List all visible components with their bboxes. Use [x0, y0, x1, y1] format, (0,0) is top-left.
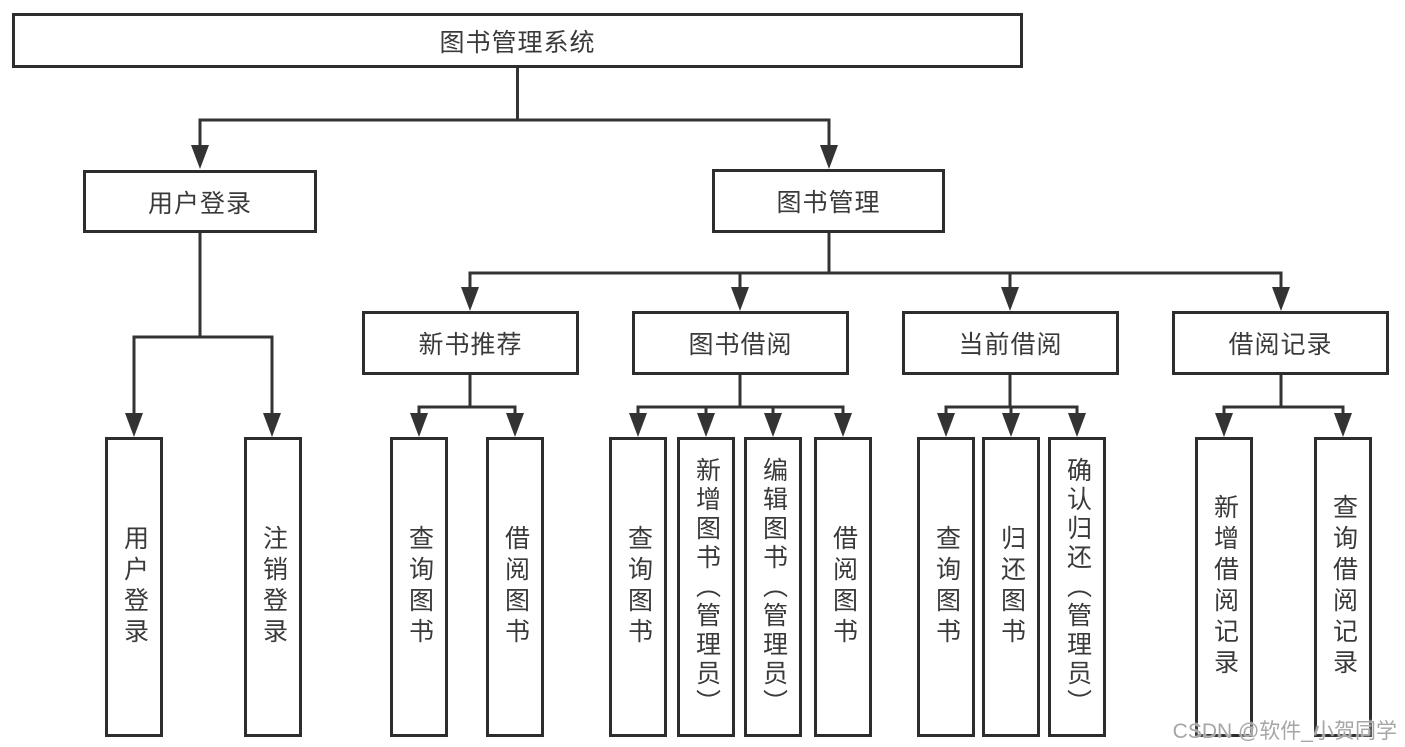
leaf-bb-edit-book-admin-label: 编辑图书（管理员） [759, 456, 788, 718]
node-new-book-recommend: 新书推荐 [362, 311, 579, 375]
leaf-cb-query-book: 查询图书 [917, 437, 975, 737]
leaf-bb-query-book: 查询图书 [609, 437, 667, 737]
leaf-bb-edit-book-admin: 编辑图书（管理员） [744, 437, 802, 737]
leaf-br-query-record-label: 查询借阅记录 [1329, 494, 1358, 680]
leaf-cb-confirm-return-admin: 确认归还（管理员） [1048, 437, 1106, 737]
leaf-cb-query-book-label: 查询图书 [932, 525, 961, 649]
leaf-cb-return-book-label: 归还图书 [997, 525, 1026, 649]
leaf-br-add-record-label: 新增借阅记录 [1210, 494, 1239, 680]
node-borrowing-records: 借阅记录 [1172, 311, 1389, 375]
node-user-login: 用户登录 [83, 170, 317, 233]
node-book-management-label: 图书管理 [776, 189, 881, 217]
leaf-nbr-borrow-book: 借阅图书 [486, 437, 544, 737]
leaf-user-login-label: 用户登录 [120, 525, 149, 649]
leaf-bb-add-book-admin-label: 新增图书（管理员） [692, 456, 721, 718]
leaf-nbr-borrow-book-label: 借阅图书 [501, 525, 530, 649]
node-system-root-label: 图书管理系统 [439, 28, 596, 57]
leaf-bb-borrow-book-label: 借阅图书 [829, 525, 858, 649]
leaf-bb-query-book-label: 查询图书 [624, 525, 653, 649]
leaf-br-query-record: 查询借阅记录 [1314, 437, 1372, 737]
node-current-borrowing: 当前借阅 [902, 311, 1119, 375]
leaf-bb-add-book-admin: 新增图书（管理员） [677, 437, 735, 737]
leaf-logout: 注销登录 [244, 437, 302, 737]
node-book-borrowing-label: 图书借阅 [688, 331, 793, 359]
node-book-management: 图书管理 [712, 169, 945, 233]
leaf-nbr-query-book-label: 查询图书 [405, 525, 434, 649]
node-book-borrowing: 图书借阅 [632, 311, 849, 375]
leaf-cb-return-book: 归还图书 [982, 437, 1040, 737]
node-borrowing-records-label: 借阅记录 [1228, 331, 1333, 359]
leaf-user-login: 用户登录 [105, 437, 163, 737]
leaf-bb-borrow-book: 借阅图书 [814, 437, 872, 737]
leaf-cb-confirm-return-admin-label: 确认归还（管理员） [1063, 456, 1092, 718]
leaf-logout-label: 注销登录 [259, 525, 288, 649]
node-current-borrowing-label: 当前借阅 [958, 331, 1063, 359]
node-user-login-label: 用户登录 [147, 189, 252, 218]
node-new-book-recommend-label: 新书推荐 [418, 331, 523, 359]
node-system-root: 图书管理系统 [12, 13, 1023, 68]
leaf-nbr-query-book: 查询图书 [390, 437, 448, 737]
leaf-br-add-record: 新增借阅记录 [1195, 437, 1253, 737]
